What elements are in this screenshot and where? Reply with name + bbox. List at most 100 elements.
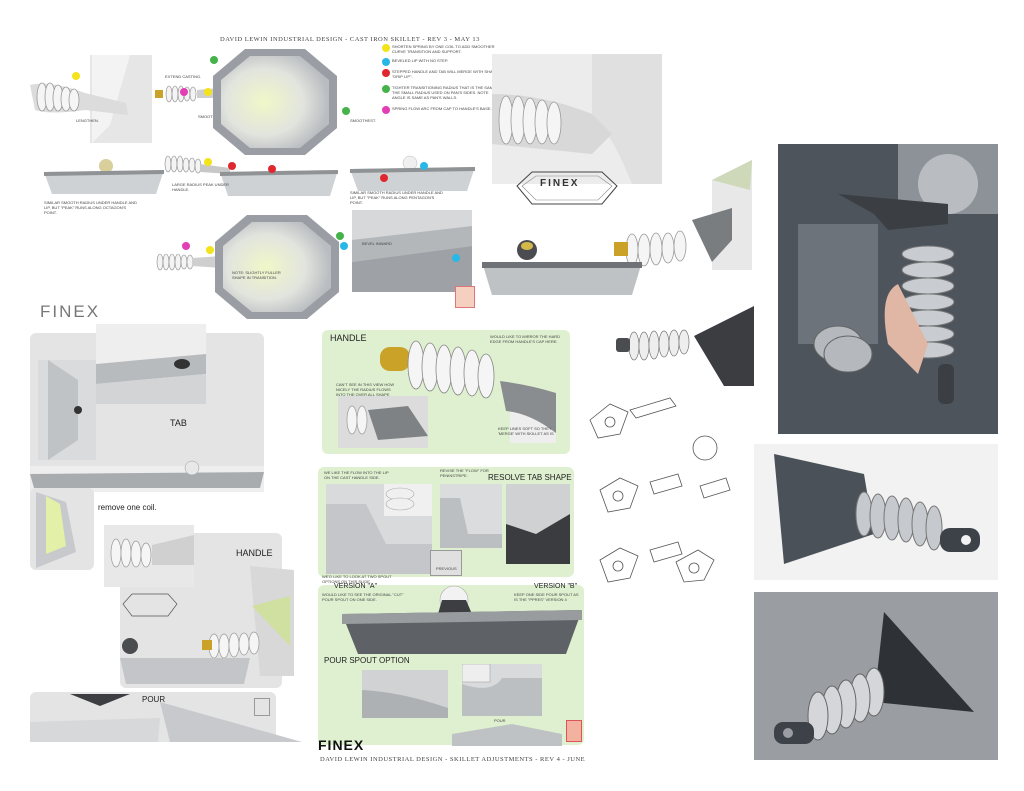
version-intro: WE'D LIKE TO LOOK AT TWO SPOUT OPTIONS O… <box>322 574 392 584</box>
version-a-label: VERSION "A" <box>334 583 378 590</box>
finex-logo-text: FINEX <box>540 178 580 189</box>
note-item: STEPPED HANDLE AND TAB WILL MERGE WITH S… <box>382 69 502 79</box>
note-dot-red <box>382 69 390 77</box>
note-text: SHORTEN SPRING BY ONE COIL TO ADD SMOOTH… <box>392 44 495 54</box>
label-smoothest: SMOOTHEST. <box>350 118 377 123</box>
finex-badge-top <box>455 286 475 308</box>
pour-spout-render-1 <box>362 670 448 718</box>
handle-note-1: WOULD LIKE TO MIRROR THE HARD EDGE FROM … <box>490 334 561 344</box>
note-dot <box>182 242 190 250</box>
resolve-note-2: REVISE THE "FLOW" FOR PENINSTRIPE. <box>440 468 489 478</box>
note-dot-pink <box>382 106 390 114</box>
handle-render-top-left <box>30 55 152 143</box>
label-remove-coil: remove one coil. <box>98 503 157 512</box>
handle-render-green-small <box>338 396 428 448</box>
note-item: SHORTEN SPRING BY ONE COIL TO ADD SMOOTH… <box>382 44 502 54</box>
version-b-label: VERSION "B" <box>534 583 578 590</box>
photo-lathe-art <box>778 144 998 434</box>
label-large-radius: LARGE RADIUS PEAK UNDER HANDLE. <box>172 182 229 192</box>
photo-lathe <box>778 144 998 434</box>
pour-label-green: POUR <box>494 718 506 723</box>
note-item: TIGHTER TRANSITIONING RADIUS THAT IS THE… <box>382 85 502 100</box>
pour-render-green <box>452 724 562 746</box>
note-dot <box>204 158 212 166</box>
skillet-profile-right <box>350 155 475 191</box>
footer-title: DAVID LEWIN INDUSTRIAL DESIGN - SKILLET … <box>320 756 586 763</box>
handle-note-2: CAN'T SEE IN THIS VIEW HOW NICELY THE RA… <box>336 382 395 397</box>
finex-logo-small <box>122 593 178 617</box>
note-text: TIGHTER TRANSITIONING RADIUS THAT IS THE… <box>392 85 502 100</box>
handle-panel-title: HANDLE <box>330 333 367 343</box>
handle-render-left <box>104 525 194 587</box>
note-dot <box>452 254 460 262</box>
handle-render-dark <box>616 306 754 386</box>
finex-wordmark-left: FINEX <box>40 302 101 321</box>
previous-box <box>430 550 462 576</box>
photo-handle-1-art <box>774 454 980 564</box>
finex-logo-sketch <box>516 171 618 205</box>
note-dot <box>72 72 80 80</box>
note-text: STEPPED HANDLE AND TAB WILL MERGE WITH S… <box>392 69 499 79</box>
resolve-panel-title: RESOLVE TAB SHAPE <box>488 473 572 482</box>
skillet-octagon-bottom <box>215 215 339 319</box>
previous-label: PREVIOUS <box>436 566 457 571</box>
skillet-profile-mid <box>164 155 338 196</box>
note-dot <box>228 162 236 170</box>
note-dot <box>380 174 388 182</box>
note-dot-blue <box>382 58 390 66</box>
label-similar-left: SIMILAR SMOOTH RADIUS UNDER HANDLE AND L… <box>44 200 137 215</box>
label-tab: TAB <box>170 418 187 428</box>
handle-render-top-mid <box>492 54 662 184</box>
label-smoother: SMOOTHER. <box>198 114 223 119</box>
bevel-render <box>352 210 472 292</box>
note-dot-green <box>382 85 390 93</box>
label-similar-right: SIMILAR SMOOTH RADIUS UNDER HANDLE AND L… <box>350 190 443 205</box>
note-dot <box>420 162 428 170</box>
note-dot <box>210 56 218 64</box>
handle-sketch-bottom <box>156 253 222 271</box>
photo-handle-1 <box>754 444 998 580</box>
label-handle-left: HANDLE <box>236 548 273 558</box>
resolve-render-1 <box>326 484 432 574</box>
note-dot <box>268 165 276 173</box>
version-b-note: KEEP ONE SIDE POUR SPOUT AS IS THE "PPRE… <box>514 592 579 602</box>
note-text: BEVELED LIP WITH NO STEP. <box>392 58 449 63</box>
pour-spout-title: POUR SPOUT OPTION <box>324 656 410 665</box>
skillet-handle-render-mid <box>482 160 752 295</box>
resolve-note-1: WE LIKE THE FLOW INTO THE LIP ON THE CAS… <box>324 470 389 480</box>
handle-note-3: KEEP LINES SOFT SO THEY 'MERGE' WITH SKI… <box>498 426 554 436</box>
skillet-profile-left <box>44 159 164 194</box>
cap-sketches <box>589 397 731 583</box>
tab-profile-strip <box>30 460 264 492</box>
label-extend-casting: EXTEND CASTING. <box>165 74 202 79</box>
note-dot <box>336 232 344 240</box>
skillet-side-render <box>342 585 582 654</box>
note-dot <box>204 88 212 96</box>
footer-brand: FINEX <box>318 737 365 753</box>
pour-spout-render-2 <box>462 664 542 716</box>
note-item: SPRING FLOW ARC FROM CAP TO HANDLE'S BAS… <box>382 106 502 114</box>
note-text: SPRING FLOW ARC FROM CAP TO HANDLE'S BAS… <box>392 106 492 111</box>
finex-badge-left <box>254 698 270 716</box>
label-pour-left: POUR <box>142 695 166 704</box>
version-a-note: WOULD LIKE TO SEE THE ORIGINAL "CUT" POU… <box>322 592 404 602</box>
notes-list: SHORTEN SPRING BY ONE COIL TO ADD SMOOTH… <box>382 44 502 114</box>
note-dot <box>340 242 348 250</box>
note-dot-yellow <box>382 44 390 52</box>
finex-badge-green <box>566 720 582 742</box>
resolve-render-3 <box>506 484 570 564</box>
note-item: BEVELED LIP WITH NO STEP. <box>382 58 502 66</box>
label-note-fuller: NOTE: SLIGHTLY FULLER SHAPE IN TRANSITIO… <box>232 270 281 280</box>
photo-handle-2 <box>754 592 998 760</box>
skillet-octagon-top <box>213 49 337 155</box>
label-bevel-inward: BEVEL INWARD <box>362 241 392 246</box>
handle-render-green <box>380 340 556 443</box>
note-dot <box>206 246 214 254</box>
lip-render <box>36 492 76 568</box>
pour-render <box>30 694 302 742</box>
tab-render-side <box>38 360 96 460</box>
photo-handle-2-art <box>754 592 998 760</box>
label-lengthen: LENGTHEN. <box>76 118 99 123</box>
resolve-render-2 <box>440 484 502 548</box>
tab-render-top <box>96 324 206 404</box>
